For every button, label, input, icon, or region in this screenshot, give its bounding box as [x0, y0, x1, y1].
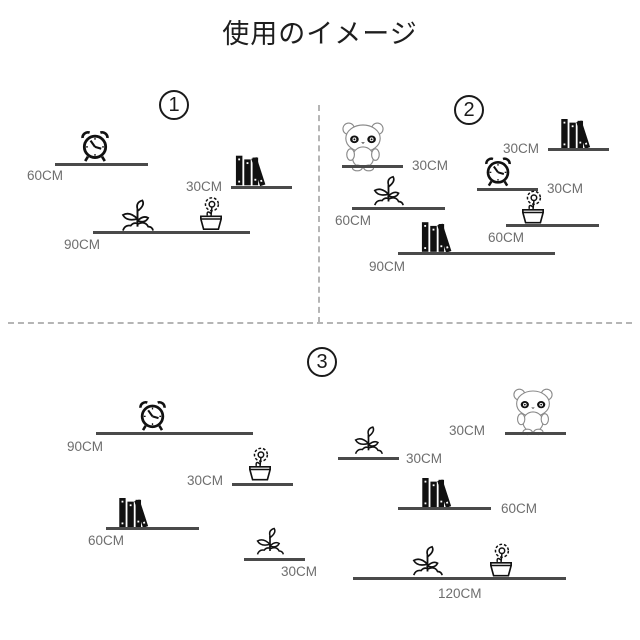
shelf	[93, 231, 250, 234]
shelf-size-label: 30CM	[503, 141, 540, 156]
sprout-icon	[411, 544, 444, 577]
shelf-size-label: 30CM	[547, 181, 584, 196]
horizontal-divider	[8, 322, 632, 324]
shelf-size-label: 90CM	[64, 237, 101, 252]
books-icon	[421, 222, 458, 252]
shelf	[352, 207, 445, 210]
shelf	[506, 224, 599, 227]
shelf-size-label: 30CM	[406, 451, 443, 466]
sprout-icon	[255, 525, 285, 557]
alarm-clock-icon	[483, 155, 513, 188]
shelf	[338, 457, 399, 460]
shelf-size-label: 30CM	[412, 158, 449, 173]
shelf	[96, 432, 253, 435]
shelf-size-label: 60CM	[501, 501, 538, 516]
shelf-size-label: 60CM	[27, 168, 64, 183]
shelf-size-label: 90CM	[67, 439, 104, 454]
flower-pot-icon	[248, 446, 272, 482]
shelf	[548, 148, 609, 151]
shelf-size-label: 30CM	[187, 473, 224, 488]
alarm-clock-icon	[137, 399, 168, 432]
flower-pot-icon	[521, 190, 545, 224]
shelf-size-label: 90CM	[369, 259, 406, 274]
flower-pot-icon	[199, 196, 223, 231]
shelf	[477, 188, 538, 191]
panda-icon	[513, 386, 553, 436]
shelf	[353, 577, 566, 580]
shelf-size-label: 30CM	[186, 179, 223, 194]
shelf	[232, 483, 293, 486]
books-icon	[235, 155, 272, 186]
shelf-size-label: 60CM	[335, 213, 372, 228]
books-icon	[421, 478, 458, 507]
sprout-icon	[353, 423, 384, 457]
shelf	[505, 432, 566, 435]
shelf-size-label: 120CM	[438, 586, 482, 601]
shelf-size-label: 30CM	[449, 423, 486, 438]
shelf-size-label: 60CM	[88, 533, 125, 548]
shelf	[342, 165, 403, 168]
section-number-badge: 1	[159, 90, 189, 120]
section-number-badge: 2	[454, 95, 484, 125]
shelf	[231, 186, 292, 189]
flower-pot-icon	[489, 543, 513, 577]
shelf	[398, 507, 491, 510]
books-icon	[560, 119, 597, 148]
shelf	[106, 527, 199, 530]
shelf-size-label: 30CM	[281, 564, 318, 579]
shelf	[55, 163, 148, 166]
section-number-badge: 3	[307, 347, 337, 377]
shelf-size-label: 60CM	[488, 230, 525, 245]
shelf	[398, 252, 555, 255]
vertical-divider	[318, 105, 320, 323]
alarm-clock-icon	[79, 128, 111, 164]
page-title: 使用のイメージ	[222, 19, 418, 50]
sprout-icon	[372, 174, 405, 207]
books-icon	[118, 498, 155, 527]
sprout-icon	[120, 199, 155, 231]
shelf	[244, 558, 305, 561]
